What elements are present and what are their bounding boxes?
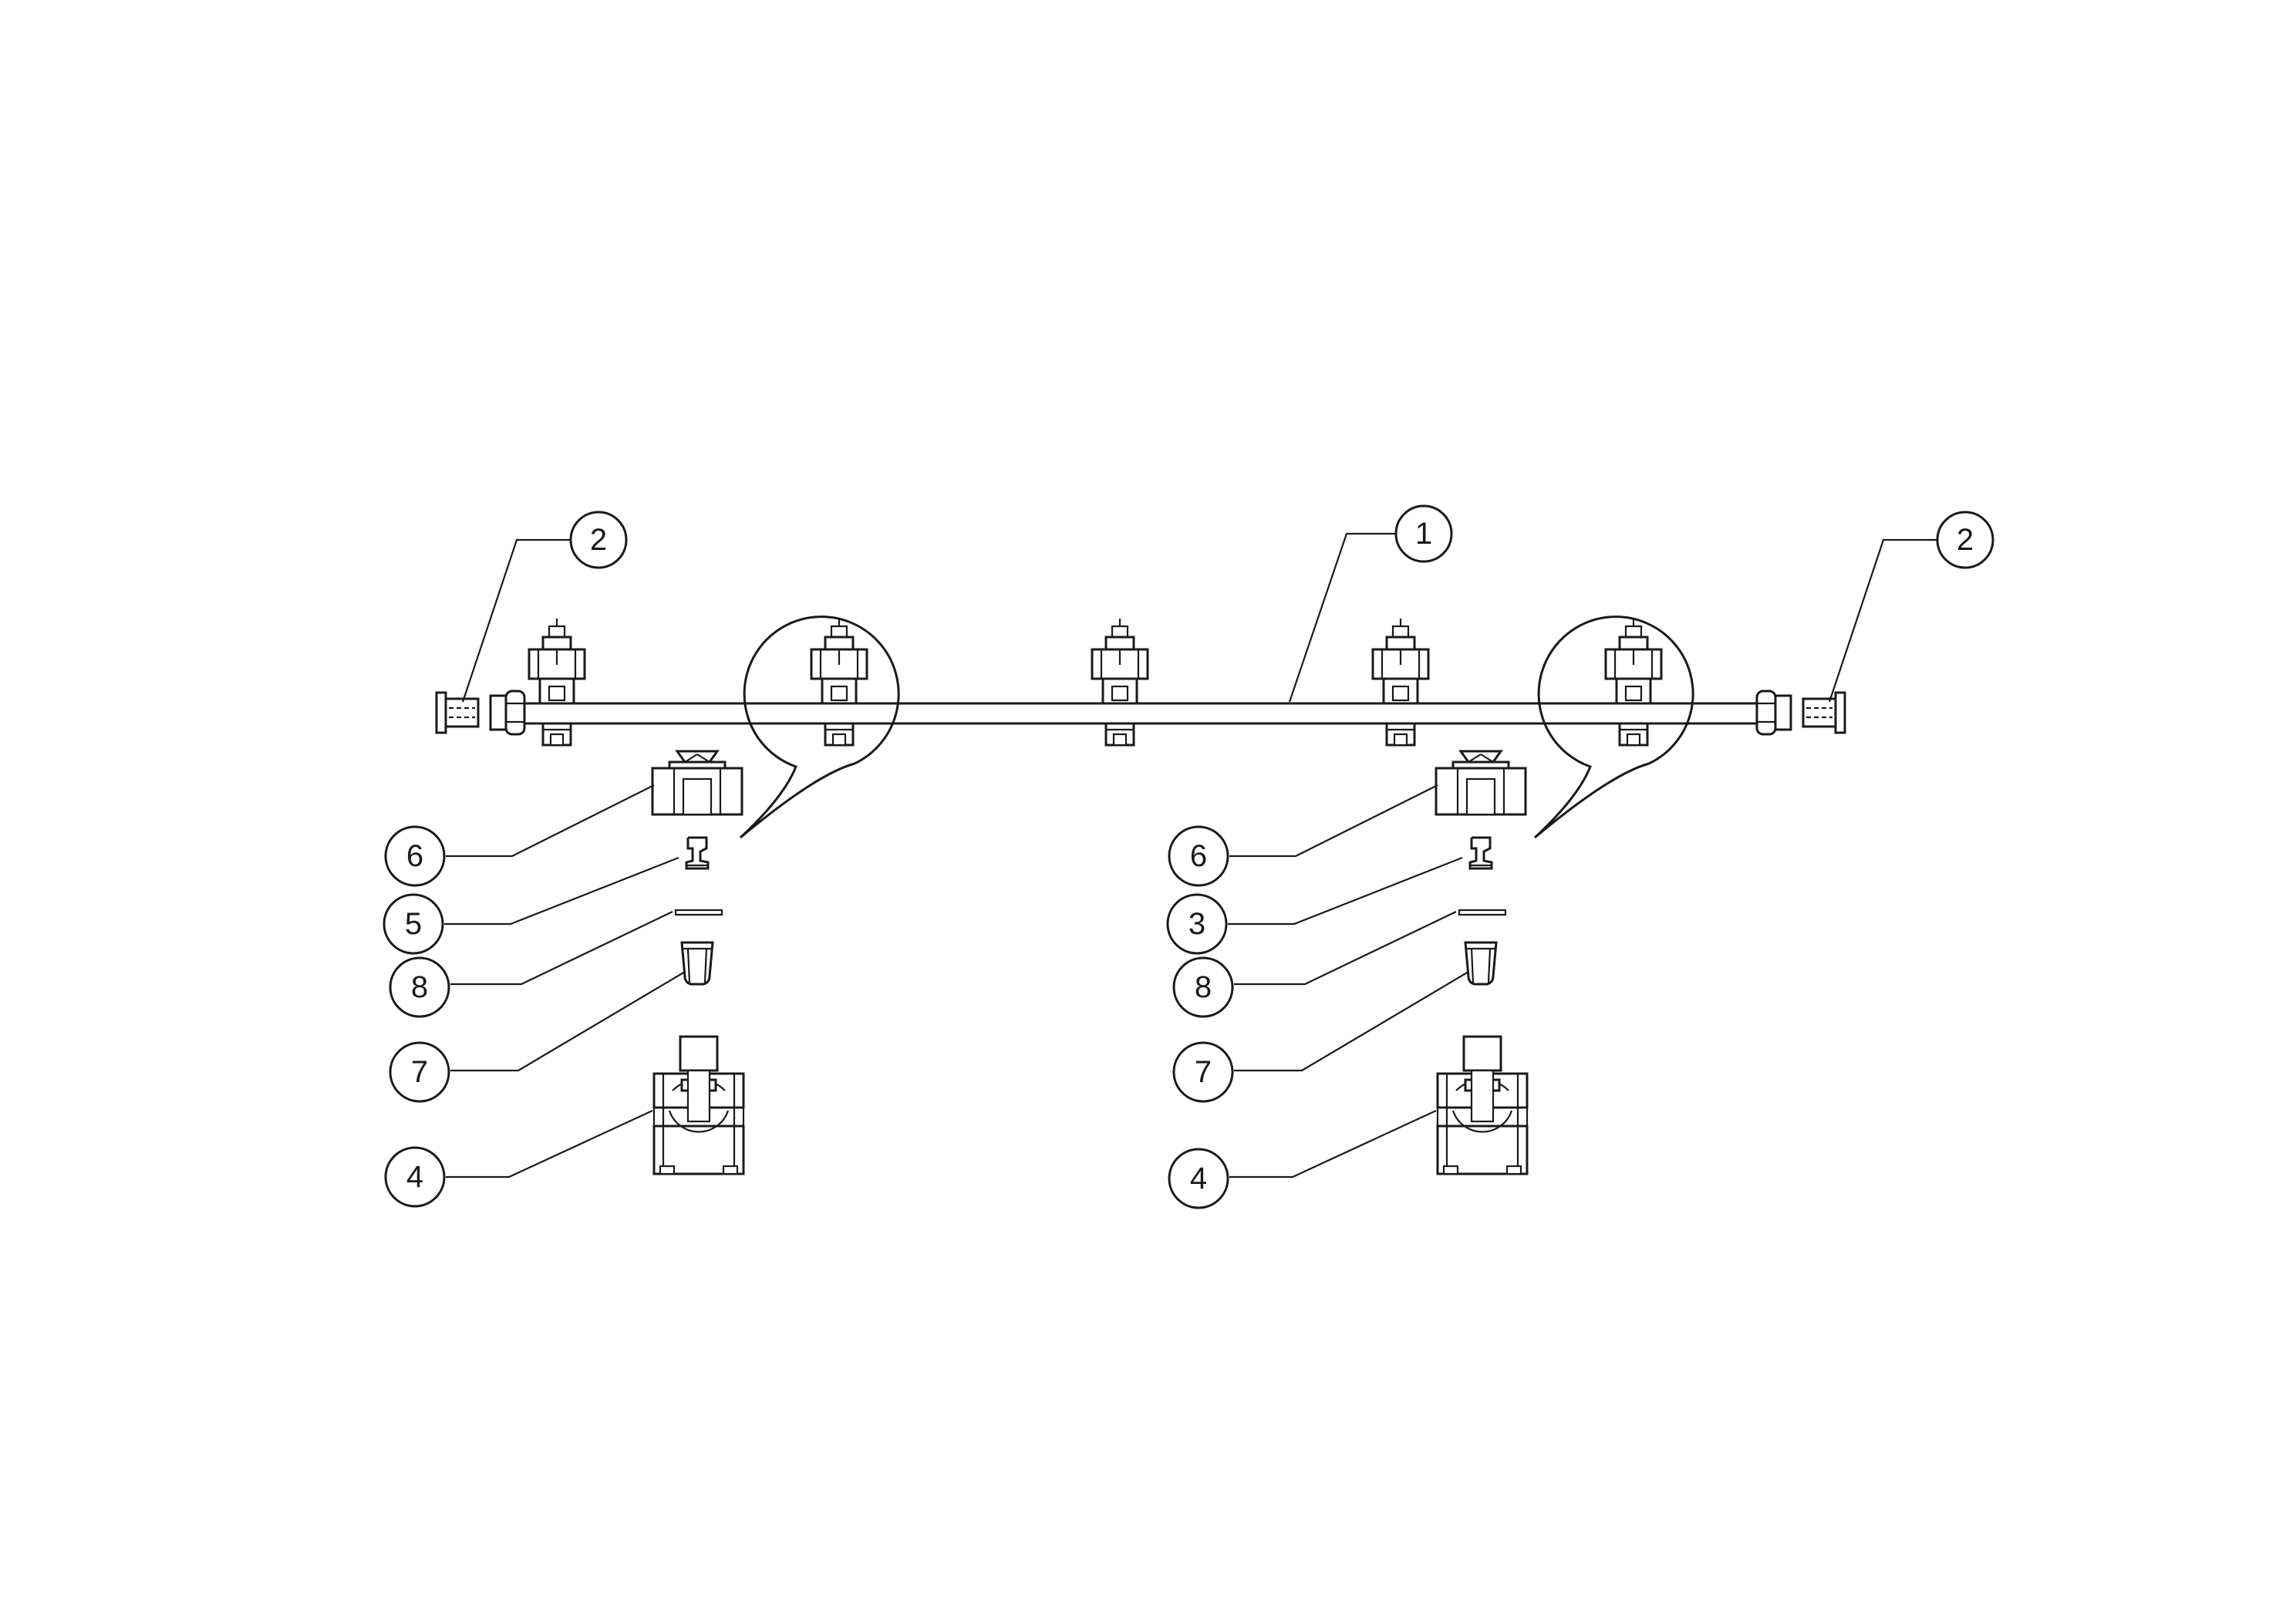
balloon-label: 8	[411, 970, 428, 1004]
strainer-left	[680, 941, 714, 986]
balloon-label: 7	[1195, 1055, 1212, 1089]
clamp-body-right	[1436, 1035, 1529, 1175]
end-fitting-right	[1802, 691, 1846, 734]
nozzle-assembly	[1371, 617, 1430, 747]
balloon-item-4: 4	[384, 1146, 446, 1208]
balloon-label: 2	[590, 523, 607, 557]
balloon-item-6: 6	[384, 825, 446, 887]
nozzle-assembly	[1091, 617, 1149, 747]
balloon-label: 6	[406, 839, 423, 873]
balloon-item-7: 7	[1172, 1041, 1234, 1103]
nozzle-tip-left	[685, 836, 710, 870]
nozzle-tip-right	[1468, 836, 1493, 870]
balloon-item-6: 6	[1168, 825, 1229, 887]
strainer-right	[1464, 941, 1498, 986]
nozzle-assembly	[810, 617, 868, 747]
nozzle-cap-body-left	[651, 750, 743, 816]
balloon-item-3: 3	[1166, 893, 1228, 955]
balloon-label: 7	[411, 1055, 428, 1089]
detail-callout-right	[1533, 615, 1694, 839]
balloon-label: 5	[405, 907, 422, 941]
balloon-item-2: 2	[1936, 511, 1994, 569]
detail-callout-left	[739, 615, 900, 839]
balloon-label: 3	[1188, 907, 1205, 941]
leader-lines	[444, 532, 1937, 1179]
balloon-label: 4	[1190, 1162, 1207, 1195]
balloon-item-8: 8	[1172, 956, 1234, 1018]
balloon-label: 8	[1195, 970, 1212, 1004]
balloon-label: 6	[1190, 839, 1207, 873]
end-nut-left	[489, 690, 526, 736]
gasket-left	[674, 909, 723, 916]
end-fitting-left	[435, 691, 480, 734]
boom-pipe	[509, 702, 1766, 725]
balloon-label: 4	[406, 1160, 423, 1194]
balloon-label: 1	[1415, 517, 1432, 551]
balloon-item-4: 4	[1168, 1148, 1229, 1209]
balloon-item-2: 2	[569, 511, 628, 569]
nozzle-cap-body-right	[1435, 750, 1527, 816]
end-nut-right	[1755, 690, 1792, 736]
balloon-item-5: 5	[383, 893, 444, 955]
gasket-right	[1458, 909, 1507, 916]
nozzle-assembly	[528, 617, 586, 747]
nozzle-assembly	[1604, 617, 1663, 747]
balloon-item-8: 8	[389, 956, 450, 1018]
clamp-body-left	[652, 1035, 745, 1175]
balloon-label: 2	[1957, 523, 1974, 557]
balloon-item-1: 1	[1394, 504, 1453, 563]
balloon-item-7: 7	[389, 1041, 450, 1103]
